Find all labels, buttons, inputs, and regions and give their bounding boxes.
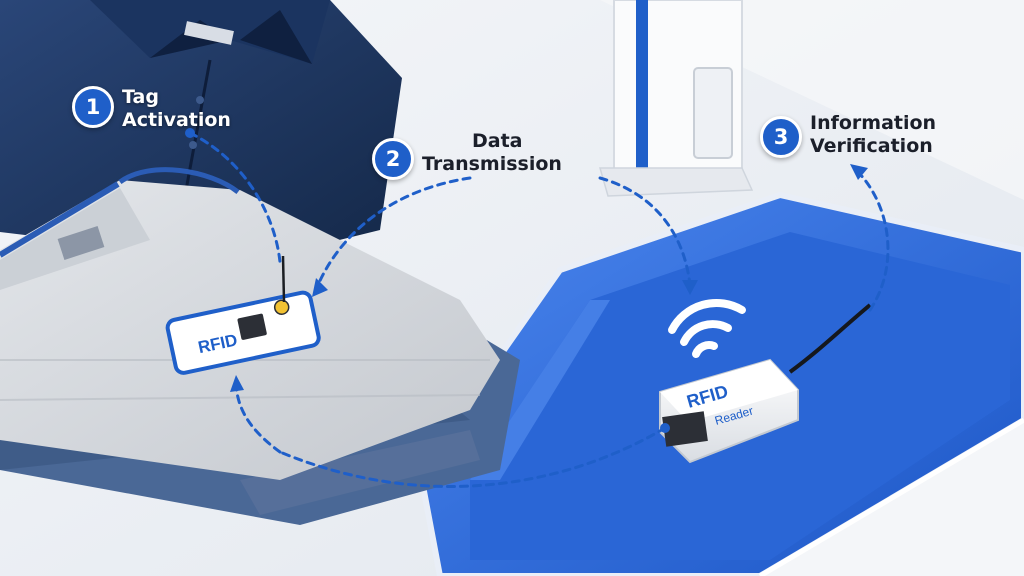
step-data-transmission: 2 Data Transmission: [372, 130, 562, 180]
step-number-badge: 2: [372, 138, 414, 180]
step-number-badge: 1: [72, 86, 114, 128]
arrow-tag-activation: [188, 131, 282, 264]
scanner-post: [599, 0, 754, 197]
step-label: Tag Activation: [122, 86, 231, 132]
step-label: Information Verification: [810, 112, 936, 158]
reader-cable: [788, 303, 872, 374]
step-label-line2: Transmission: [422, 153, 562, 175]
arrow-reader-to-tag: [278, 426, 667, 488]
step-label-line2: Activation: [122, 109, 231, 131]
step-label-line2: Verification: [810, 135, 933, 157]
step-information-verification: 3 Information Verification: [760, 112, 936, 158]
arrow-information-verification: [856, 170, 890, 312]
wireless-signal-icon: [668, 299, 746, 358]
step-label-line1: Tag: [122, 86, 159, 108]
arrowhead-loop: [230, 375, 244, 392]
step-number-badge: 3: [760, 116, 802, 158]
step-label-line1: Data: [472, 130, 523, 152]
arrow-data-transmission-to-reader: [598, 176, 692, 287]
step-label: Data Transmission: [422, 130, 562, 176]
step-label-line1: Information: [810, 112, 937, 134]
step-tag-activation: 1 Tag Activation: [72, 86, 231, 132]
arrow-data-transmission-to-tag: [316, 176, 472, 287]
rfid-tag: RFID: [165, 255, 321, 375]
arrow-start-dot: [185, 128, 195, 138]
back-wall: [0, 0, 1024, 200]
arrowhead-to-tag: [312, 278, 328, 297]
arrowhead-verification: [850, 164, 868, 180]
arrow-return-loop: [234, 383, 282, 454]
rfid-reader: RFID Reader: [659, 358, 799, 464]
arrow-reader-dot: [660, 423, 670, 433]
arrowhead-to-reader: [682, 280, 698, 295]
